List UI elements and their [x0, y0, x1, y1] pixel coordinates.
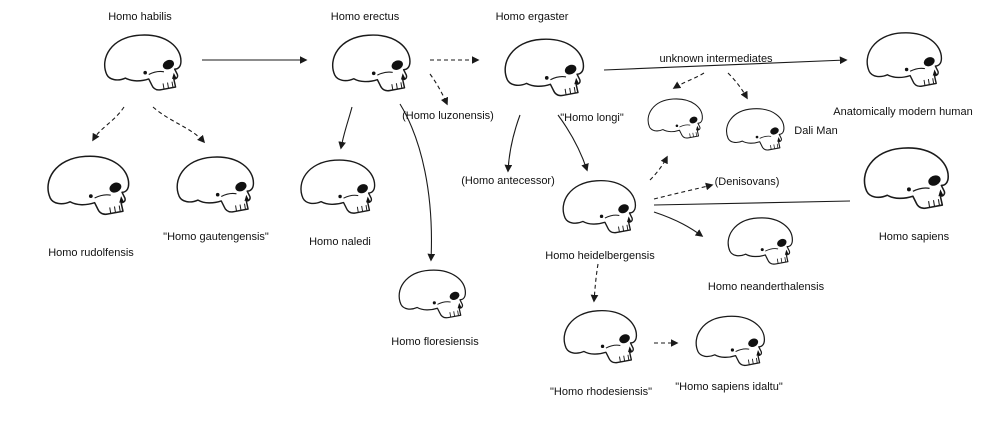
homo-antecessor-label: (Homo antecessor) — [461, 175, 555, 187]
arrow-habilis-to-gautengensis — [152, 106, 206, 144]
homo-ergaster-skull-icon — [490, 32, 598, 110]
arrow-erectus-to-floresiensis — [399, 103, 436, 262]
homo-erectus-label: Homo erectus — [330, 11, 400, 23]
homo-rudolfensis-label: Homo rudolfensis — [48, 247, 134, 259]
arrow-heidelbergensis-to-neanderthalensis — [653, 211, 704, 237]
homo-longi-label: "Homo longi" — [560, 112, 624, 124]
anatomically-modern-human-skull-icon — [852, 26, 956, 100]
homo-gautengensis-skull-icon — [164, 150, 266, 226]
arrow-erectus-to-luzonensis — [429, 73, 449, 106]
denisovans-label: (Denisovans) — [714, 176, 780, 188]
homo-sapiens-idaltu-label: "Homo sapiens idaltu" — [675, 381, 783, 393]
line-heidelbergensis-to-sapiens — [653, 200, 851, 206]
homo-rudolfensis-skull-icon — [36, 146, 140, 232]
homo-heidelbergensis-label: Homo heidelbergensis — [545, 250, 655, 262]
homo-sapiens-idaltu-skull-icon — [680, 310, 780, 378]
homo-neanderthalensis-label: Homo neanderthalensis — [707, 281, 825, 293]
homo-floresiensis-skull-icon — [386, 264, 478, 330]
dali-man-label: Dali Man — [794, 125, 838, 137]
dali-man-skull-icon — [718, 101, 792, 163]
arrow-ergaster-to-heidelbergensis — [557, 114, 589, 172]
homo-longi-skull-icon — [640, 90, 710, 152]
arrow-erectus-to-naledi — [338, 106, 353, 150]
homo-habilis-label: Homo habilis — [108, 11, 172, 23]
homo-erectus-skull-icon — [318, 28, 424, 105]
arrow-habilis-to-rudolfensis — [92, 106, 125, 142]
arrow-intermediates-to-dali-man — [727, 72, 748, 100]
homo-floresiensis-label: Homo floresiensis — [391, 336, 479, 348]
homo-gautengensis-label: "Homo gautengensis" — [163, 231, 269, 243]
homo-sapiens-skull-icon — [852, 140, 960, 224]
anatomically-modern-human-label: Anatomically modern human — [833, 106, 973, 118]
arrow-ergaster-to-modern-human — [603, 56, 848, 71]
arrow-intermediates-to-longi — [672, 72, 705, 89]
homo-habilis-skull-icon — [90, 28, 195, 104]
homo-luzonensis-label: (Homo luzonensis) — [402, 110, 494, 122]
homo-ergaster-label: Homo ergaster — [495, 11, 569, 23]
arrow-heidelbergensis-to-rhodesiensis — [590, 263, 599, 303]
homo-sapiens-label: Homo sapiens — [878, 231, 950, 243]
homo-neanderthalensis-skull-icon — [704, 212, 816, 276]
homo-naledi-label: Homo naledi — [309, 236, 371, 248]
homo-naledi-skull-icon — [290, 152, 385, 228]
unknown-intermediates-label: unknown intermediates — [659, 53, 773, 65]
homo-heidelbergensis-skull-icon — [546, 174, 652, 246]
arrow-heidelbergensis-to-longi — [649, 155, 668, 181]
arrow-ergaster-to-antecessor — [504, 114, 521, 173]
homo-rhodesiensis-skull-icon — [550, 304, 650, 376]
homo-rhodesiensis-label: "Homo rhodesiensis" — [550, 386, 652, 398]
arrow-heidelbergensis-to-denisovans — [653, 182, 714, 200]
